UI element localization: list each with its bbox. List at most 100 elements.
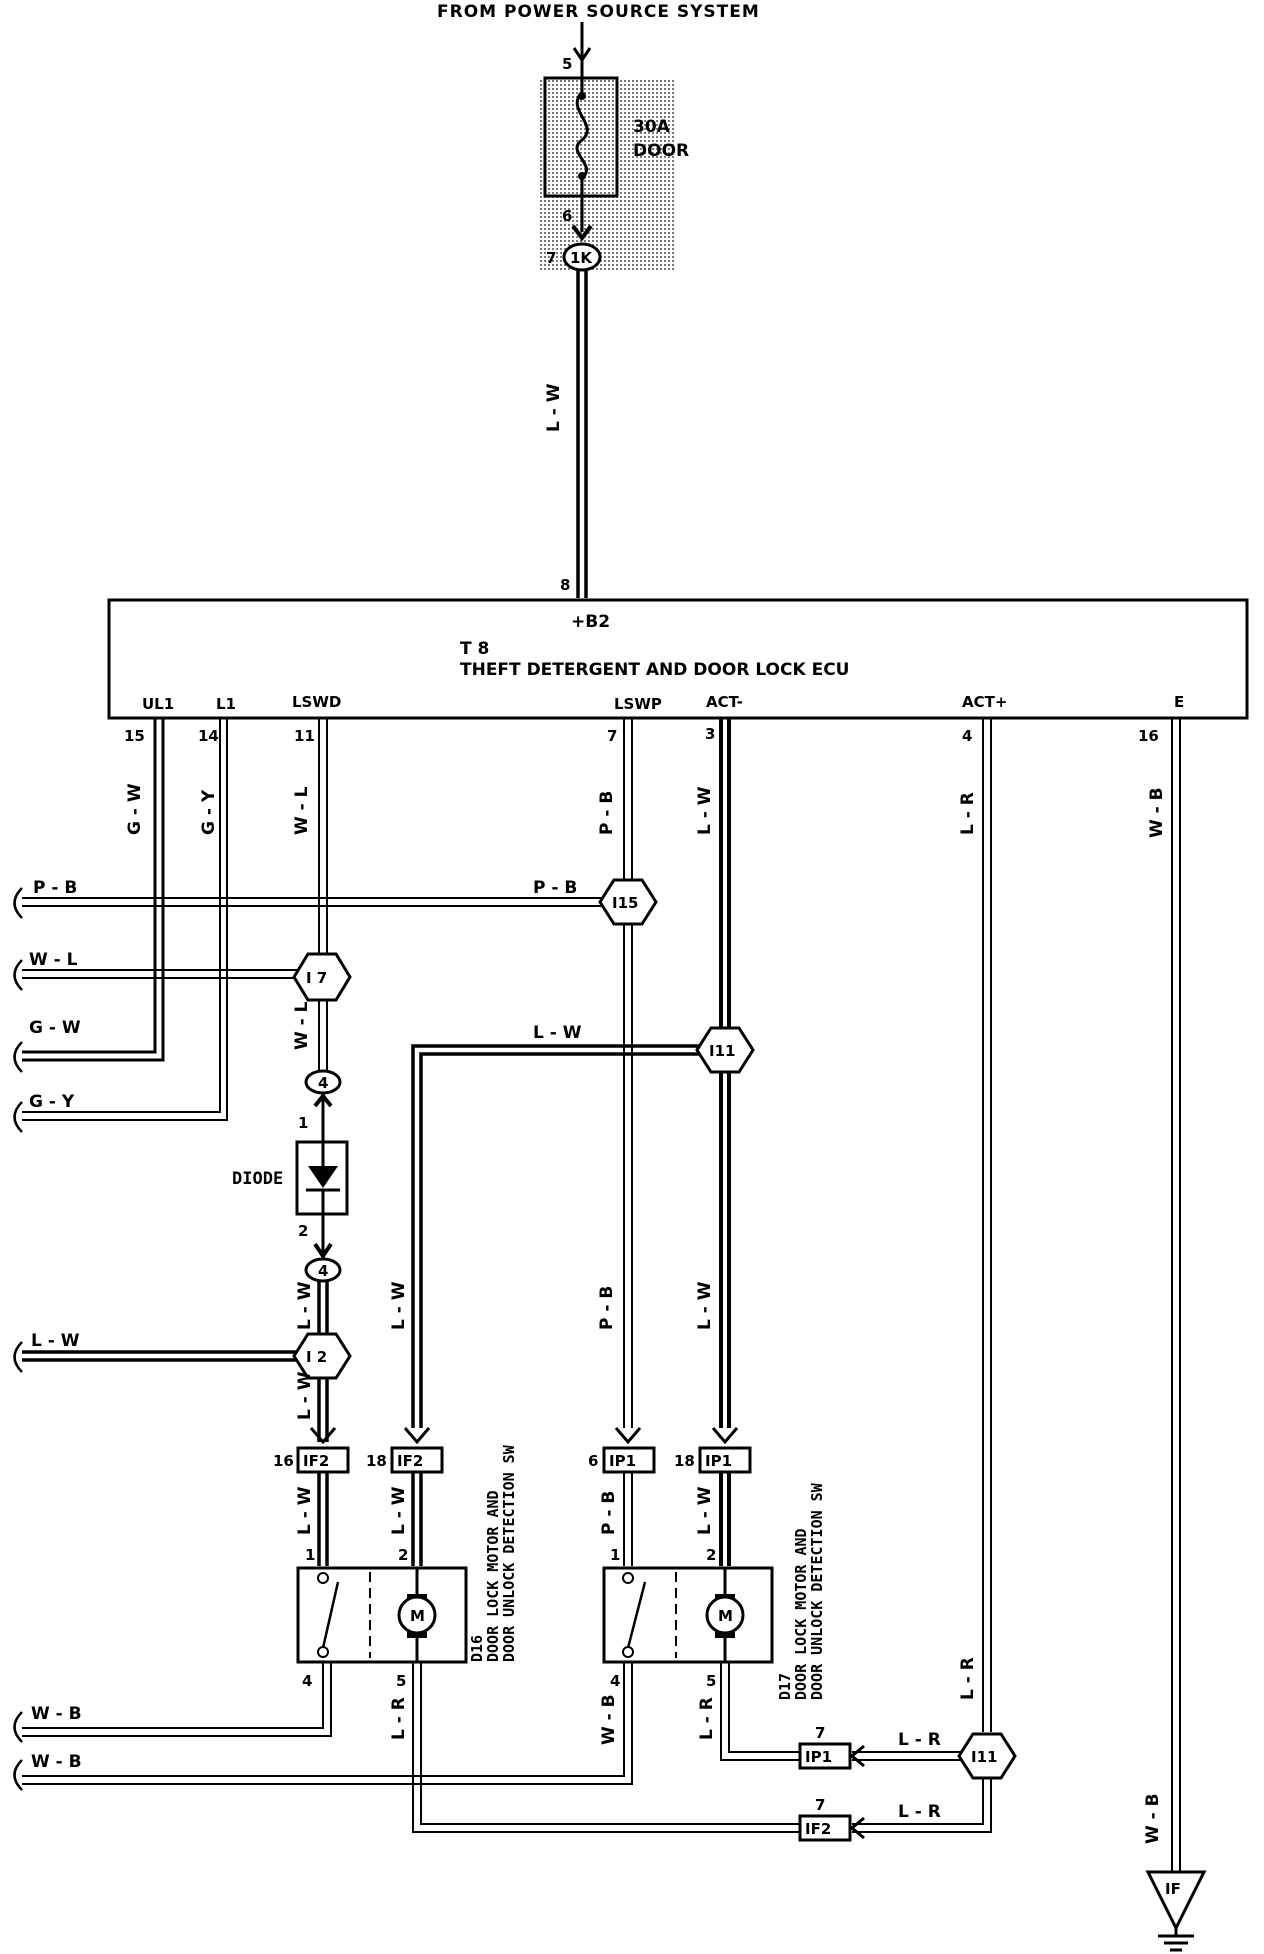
- wire-pb-right-label: P - B: [533, 878, 577, 898]
- ecu-pin-7: 7: [607, 727, 617, 745]
- ecu-terminal-ul1: UL1: [142, 695, 174, 713]
- ecu-terminal-act-minus: ACT-: [706, 693, 743, 711]
- connector-i11-label: I11: [709, 1042, 735, 1060]
- wire-gw-2: [22, 718, 165, 1062]
- fuse-dot-top: [578, 92, 586, 100]
- ecu-pin-15: 15: [124, 727, 145, 745]
- ecu-pin-14: 14: [198, 727, 219, 745]
- d17-pin-5: 5: [706, 1672, 716, 1690]
- diode-pin-1: 1: [298, 1114, 308, 1132]
- wire-d16-1-label: L - W: [295, 1486, 315, 1535]
- ip1-pin-7: 7: [815, 1724, 825, 1742]
- arrow-down-icon: [571, 224, 593, 242]
- pin-6: 6: [588, 1452, 598, 1470]
- wire-if2-label: L - R: [898, 1802, 941, 1822]
- connector-ip1-18: [698, 1446, 752, 1474]
- wire-lw-loop-2: [419, 1052, 702, 1428]
- d17-switch-bottom: [622, 1646, 634, 1658]
- wire-gw: [22, 718, 157, 1054]
- wire-gw-label: G - W: [125, 783, 145, 835]
- wire-d17-lr-2: [728, 1662, 800, 1753]
- wire-gy-label: G - Y: [199, 789, 219, 835]
- connector-i2: [292, 1332, 352, 1380]
- wire-d16-wb-label: W - B: [31, 1704, 82, 1724]
- wire-act-minus-down-label: L - W: [695, 1281, 715, 1330]
- wire-lw-loop-label: L - W: [533, 1023, 582, 1043]
- ecu-terminal-l1: L1: [216, 695, 236, 713]
- ecu-terminal-lswd: LSWD: [292, 693, 341, 711]
- ecu-id: T 8: [460, 639, 489, 659]
- ecu-terminal-e: E: [1174, 693, 1184, 711]
- d16-name-2: DOOR UNLOCK DETECTION SW: [500, 1444, 518, 1662]
- fuse-name: DOOR: [633, 141, 689, 161]
- wire-d17-lr-label: L - R: [697, 1697, 717, 1740]
- connector-if2-7: [798, 1814, 852, 1842]
- ecu-pin-11: 11: [294, 727, 315, 745]
- wire-gy-2: [22, 718, 228, 1121]
- wire-d17-1-label: P - B: [599, 1491, 619, 1535]
- wire-e-label: W - B: [1147, 787, 1167, 838]
- switch-icon: [626, 1581, 647, 1649]
- arrow-down-icon: [711, 1427, 739, 1445]
- wire-pb-vertical-label: P - B: [597, 791, 617, 835]
- wire-gw-left-label: G - W: [29, 1018, 81, 1038]
- wire-gy: [22, 718, 221, 1113]
- wire-d17-2-label: L - W: [695, 1486, 715, 1535]
- arrow-down-icon: [309, 1427, 337, 1445]
- fuse-dot-bottom: [578, 172, 586, 180]
- wire-wl-left-label: W - L: [29, 950, 78, 970]
- d16-pin-2: 2: [398, 1546, 408, 1564]
- ecu-pin-16: 16: [1138, 727, 1159, 745]
- wire-d16-wb-2: [22, 1662, 332, 1737]
- ground-connector-label: IF: [1165, 1880, 1181, 1898]
- connector-i2-label: I 2: [306, 1348, 327, 1366]
- d17-motor-cap-bottom: [715, 1632, 735, 1638]
- wire-d17-lr: [720, 1662, 800, 1761]
- wire-d16-lr-label: L - R: [389, 1697, 409, 1740]
- ecu-box: [107, 598, 1249, 720]
- wire-lw-left-label: L - W: [31, 1331, 80, 1351]
- pin-18-b: 18: [674, 1452, 695, 1470]
- connector-if2-7-label: IF2: [805, 1820, 831, 1838]
- connector-ip1-18-label: IP1: [705, 1452, 732, 1470]
- wire-lw-a-label: L - W: [295, 1281, 315, 1330]
- connector-4-top-label: 4: [318, 1074, 328, 1092]
- d16-switch-top: [317, 1572, 329, 1584]
- connector-i15-label: I15: [612, 894, 638, 912]
- wire-break-icons: [13, 887, 23, 1791]
- ecu-terminal-lswp: LSWP: [614, 695, 662, 713]
- d17-name-2: DOOR UNLOCK DETECTION SW: [808, 1482, 826, 1700]
- wire-d16-wb: [22, 1662, 324, 1729]
- connector-if2-16-label: IF2: [303, 1452, 329, 1470]
- power-wire-label: L - W: [544, 383, 564, 432]
- wire-lw-loop-vertical-label: L - W: [389, 1281, 409, 1330]
- d17-switch-top: [622, 1572, 634, 1584]
- connector-if2-18-label: IF2: [397, 1452, 423, 1470]
- d16-pin-4: 4: [302, 1672, 312, 1690]
- wire-pb-left-label: P - B: [33, 878, 77, 898]
- connector-if2-18: [390, 1446, 444, 1474]
- switch-icon: [321, 1581, 340, 1649]
- connector-if2-16: [296, 1446, 350, 1474]
- junction-1k: [562, 242, 602, 272]
- d16-pin-1: 1: [305, 1546, 315, 1564]
- diode-icon: [308, 1166, 338, 1188]
- wire-e-low-label: W - B: [1143, 1793, 1163, 1844]
- arrow-left-icon: [849, 1816, 865, 1840]
- wire-d17-wb-2: [22, 1662, 633, 1785]
- diode-label: DIODE: [232, 1169, 283, 1189]
- if2-pin-7: 7: [815, 1796, 825, 1814]
- arrow-down-icon: [403, 1427, 431, 1445]
- fuse-rating: 30A: [633, 117, 671, 137]
- wire-ip1-label: L - R: [898, 1730, 941, 1750]
- ecu-power-pin: 8: [560, 576, 570, 594]
- junction-pin: 7: [546, 249, 556, 267]
- wire-pb-down-label: P - B: [597, 1286, 617, 1330]
- d16-pin-5: 5: [396, 1672, 406, 1690]
- ecu-pin-4: 4: [962, 727, 972, 745]
- header-title: FROM POWER SOURCE SYSTEM: [437, 2, 760, 22]
- d16-name-1: DOOR LOCK MOTOR AND: [484, 1490, 502, 1662]
- connector-i11: [695, 1026, 755, 1074]
- wire-if2-i11b: [852, 1778, 984, 1825]
